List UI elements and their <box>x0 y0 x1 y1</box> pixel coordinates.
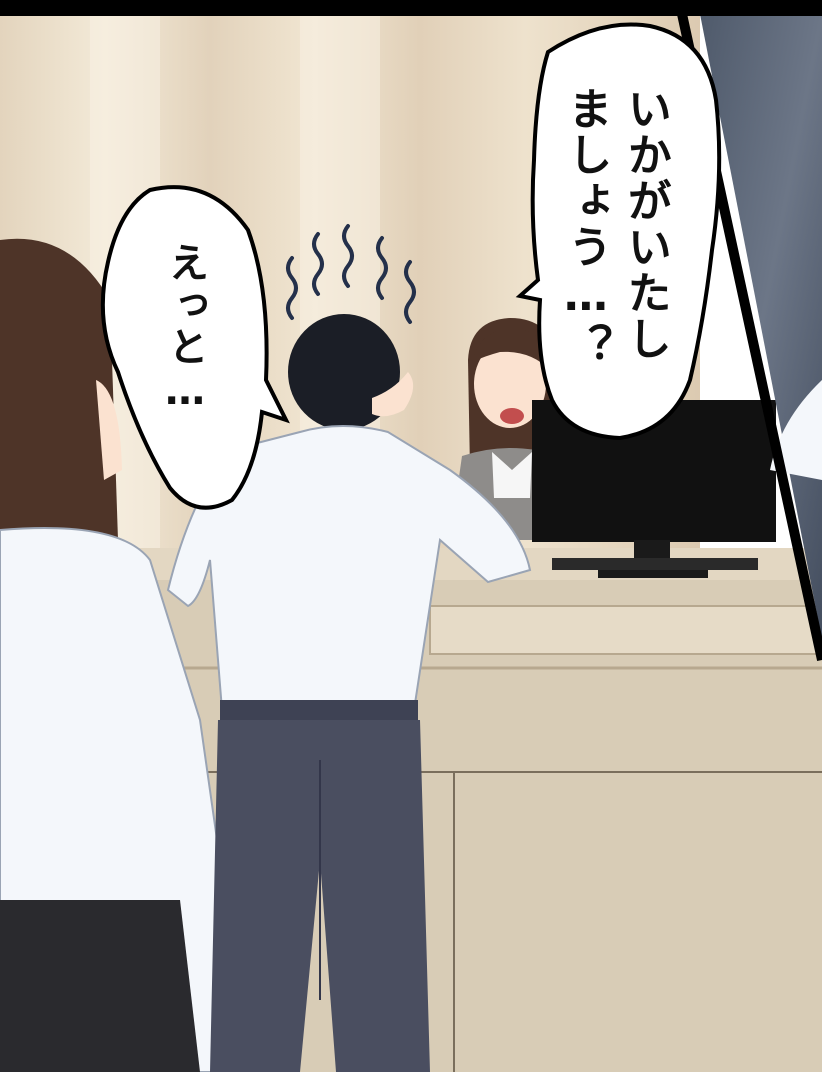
window-region <box>700 14 822 640</box>
speech-right-line1: いかがいたし <box>619 86 671 362</box>
speech-right-text: いかがいたし ましょう…？ <box>556 86 675 416</box>
foreground-woman <box>0 238 252 1072</box>
man <box>166 314 532 1072</box>
counter-ledge <box>429 605 822 655</box>
anxiety-lines <box>286 224 416 324</box>
speech-right-line2: ましょう…？ <box>560 86 612 369</box>
panel-top-border <box>0 0 822 16</box>
speech-left-text: えっと… <box>162 242 208 416</box>
window-figure-arm <box>770 380 822 480</box>
speech-bubble-left <box>100 185 290 510</box>
speech-bubble-right <box>515 22 722 441</box>
